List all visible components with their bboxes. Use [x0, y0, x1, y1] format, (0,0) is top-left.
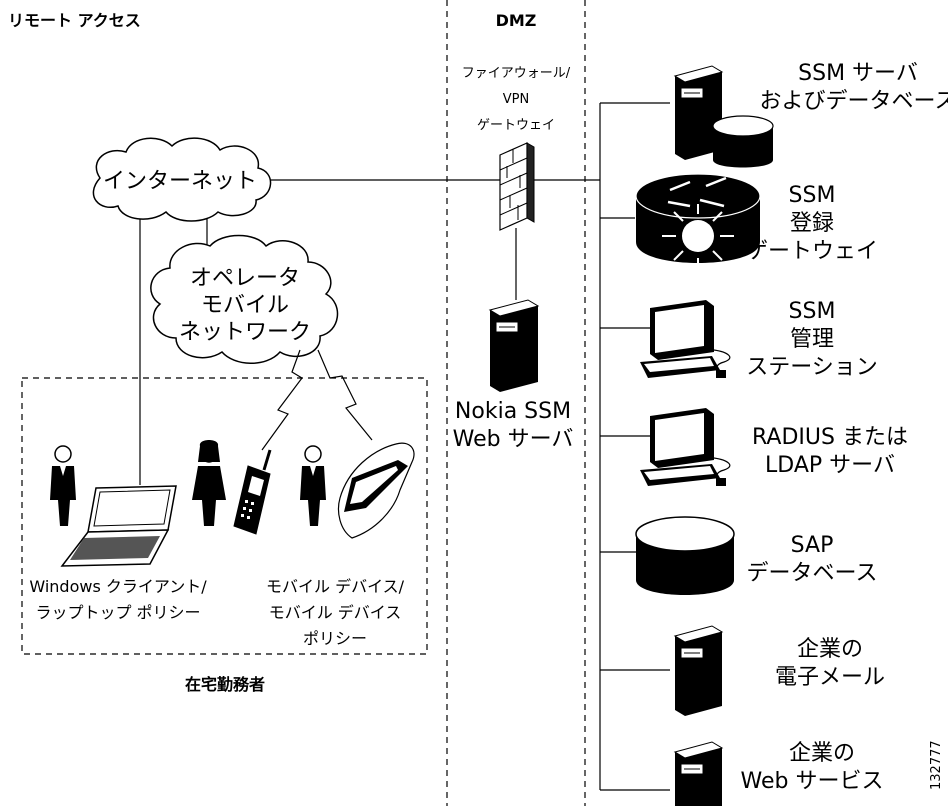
wireless-signal-icon [261, 349, 373, 451]
workstation-icon [640, 300, 731, 378]
mobile-device-label-line3: ポリシー [303, 629, 367, 648]
ssm-server-label-line1: SSM サーバ [798, 61, 918, 86]
sap-label-line1: SAP [791, 533, 834, 558]
firewall-label-line3: ゲートウェイ [477, 118, 555, 133]
mgmt-label-line2: 管理 [790, 327, 834, 352]
radius-label-line1: RADIUS または [752, 425, 908, 450]
radius-label-line2: LDAP サーバ [765, 453, 895, 478]
mgmt-label-line3: ステーション [746, 355, 878, 380]
operator-label-line1: オペレータ [190, 266, 300, 291]
windows-client-label-line2: ラップトップ ポリシー [35, 603, 200, 622]
figure-id: 132777 [929, 740, 944, 790]
database-icon [712, 115, 774, 168]
operator-network-cloud-icon [150, 234, 339, 364]
firewall-label-line2: VPN [503, 92, 529, 107]
windows-client-label-line1: Windows クライアント/ [29, 577, 207, 596]
person-icon [50, 445, 76, 526]
gateway-label-line2: 登録 [790, 211, 834, 236]
sap-label-line2: データベース [747, 561, 878, 586]
operator-label-line2: モバイル [201, 293, 289, 318]
remote-access-title: リモート アクセス [8, 11, 141, 30]
mobile-device-label-line2: モバイル デバイス [269, 603, 402, 622]
person-icon [192, 440, 226, 526]
mail-label-line1: 企業の [797, 637, 863, 662]
firewall-label-line1: ファイアウォール/ [462, 66, 571, 81]
workstation-icon [640, 408, 731, 486]
web-label-line2: Web サービス [741, 769, 884, 794]
router-icon [635, 173, 761, 266]
mail-label-line2: 電子メール [775, 665, 885, 690]
web-label-line1: 企業の [789, 741, 855, 766]
nokia-web-server-icon [488, 299, 540, 392]
mgmt-label-line1: SSM [789, 299, 836, 324]
mail-server-icon [673, 625, 724, 716]
internet-cloud-icon [92, 137, 272, 222]
gateway-label-line1: SSM [789, 183, 836, 208]
firewall-icon [499, 142, 535, 231]
nokia-server-label-line2: Web サーバ [453, 427, 574, 452]
telecommuter-title: 在宅勤務者 [185, 675, 265, 694]
nokia-server-label-line1: Nokia SSM [455, 399, 571, 424]
database-icon [635, 516, 735, 595]
mobile-device-label-line1: モバイル デバイス/ [266, 577, 405, 596]
ssm-server-label-line2: およびデータベース [760, 89, 948, 114]
operator-label-line3: ネットワーク [179, 320, 311, 345]
laptop-icon [60, 485, 177, 567]
pda-in-hand-icon [337, 442, 415, 539]
person-icon [300, 445, 326, 526]
telecommuter-zone [21, 377, 428, 655]
gateway-label-line3: ゲートウェイ [746, 239, 878, 264]
internet-label: インターネット [103, 169, 257, 194]
mobile-phone-icon [233, 449, 272, 535]
ssm-server-icon [673, 65, 724, 160]
web-server-icon [673, 741, 724, 806]
dmz-title: DMZ [496, 11, 537, 30]
